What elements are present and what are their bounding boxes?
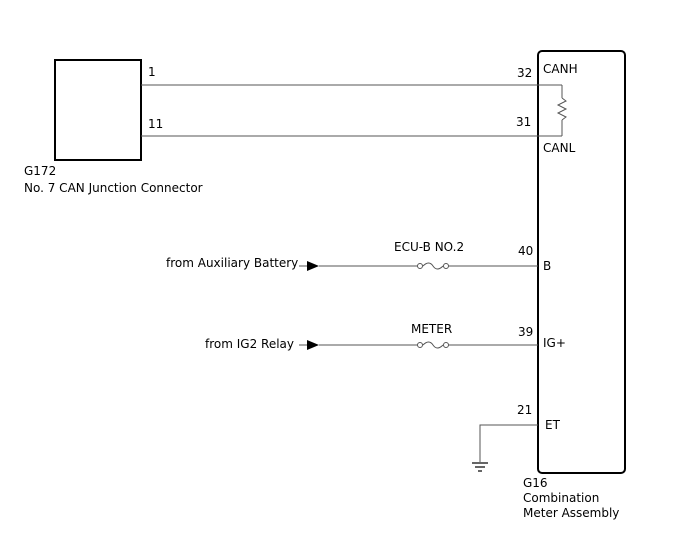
battery-arrow-icon	[307, 261, 319, 271]
battery-source-label: from Auxiliary Battery	[166, 256, 298, 270]
canh-pin-number: 32	[517, 66, 532, 80]
canl-pin-label: CANL	[543, 141, 576, 155]
meter-fuse-label: METER	[411, 322, 452, 336]
ig2-source-label: from IG2 Relay	[205, 337, 294, 351]
et-pin-label: ET	[545, 418, 561, 432]
ecu-b-fuse-label: ECU-B NO.2	[394, 240, 464, 254]
meter-name-line1: Combination	[523, 491, 599, 505]
b-pin-label: B	[543, 259, 551, 273]
b-pin-number: 40	[518, 244, 533, 258]
ig-pin-number: 39	[518, 325, 533, 339]
ig-pin-label: IG+	[543, 336, 566, 350]
canl-pin-number: 31	[516, 115, 531, 129]
combination-meter-box	[537, 50, 626, 474]
et-ground-wire	[479, 424, 538, 462]
canh-pin-label: CANH	[543, 62, 578, 76]
pin-11-label: 11	[148, 117, 163, 131]
et-pin-number: 21	[517, 403, 532, 417]
terminating-resistor-icon	[556, 85, 568, 136]
meter-name-line2: Meter Assembly	[523, 506, 619, 520]
ecu-b-fuse-icon	[417, 262, 449, 270]
ig2-arrow-icon	[307, 340, 319, 350]
connector-name-label: No. 7 CAN Junction Connector	[24, 181, 203, 195]
meter-fuse-icon	[417, 341, 449, 349]
ground-icon	[472, 462, 488, 472]
connector-id-label: G172	[24, 164, 56, 178]
pin-1-label: 1	[148, 65, 156, 79]
can-junction-connector-box	[54, 59, 142, 161]
meter-id-label: G16	[523, 476, 548, 490]
